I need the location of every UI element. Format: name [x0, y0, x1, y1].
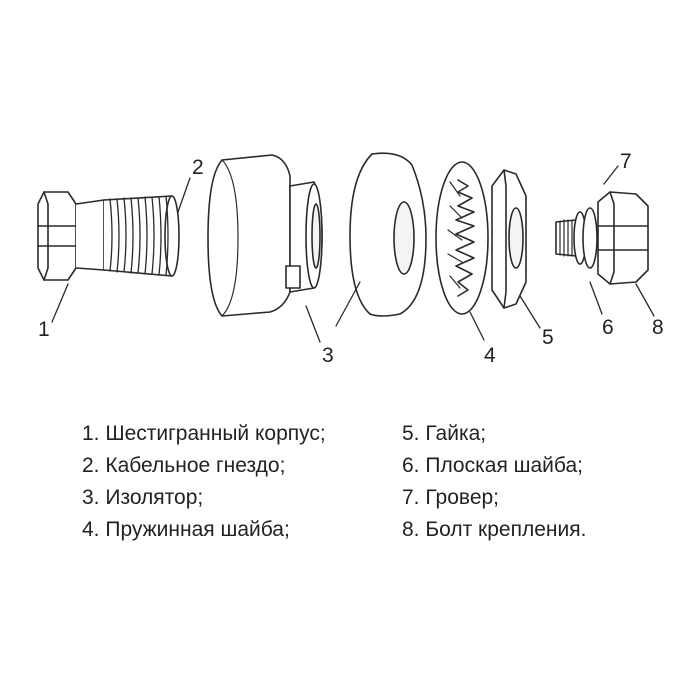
legend-item-1: 1. Шестигранный корпус;	[82, 422, 326, 445]
callout-3: 3	[322, 344, 334, 367]
callout-8: 8	[652, 316, 664, 339]
part-hex-nut	[491, 169, 527, 309]
legend-item-2: 2. Кабельное гнездо;	[82, 454, 286, 477]
legend-item-4: 4. Пружинная шайба;	[82, 518, 290, 541]
part-spring-washer	[435, 161, 489, 315]
part-hex-body	[37, 191, 180, 281]
legend-item-6: 6. Плоская шайба;	[402, 454, 583, 477]
legend-item-7: 7. Гровер;	[402, 486, 500, 509]
legend-item-8: 8. Болт крепления.	[402, 518, 587, 541]
legend-right-column: 5. Гайка; 6. Плоская шайба; 7. Гровер; 8…	[402, 418, 586, 546]
callout-5: 5	[542, 326, 554, 349]
part-cable-socket	[207, 154, 323, 317]
part-insulator	[349, 152, 427, 317]
callout-7: 7	[620, 150, 632, 173]
legend-item-5: 5. Гайка;	[402, 422, 487, 445]
callout-1: 1	[38, 318, 50, 341]
callout-4: 4	[484, 344, 496, 367]
leader-lines	[51, 165, 655, 343]
legend-left-column: 1. Шестигранный корпус; 2. Кабельное гне…	[82, 418, 326, 546]
callout-6: 6	[602, 316, 614, 339]
part-mounting-bolt	[555, 191, 649, 285]
legend-item-3: 3. Изолятор;	[82, 486, 204, 509]
callout-2: 2	[192, 156, 204, 179]
callout-labels: 1 2 3 4 5 6 7 8	[38, 150, 664, 367]
